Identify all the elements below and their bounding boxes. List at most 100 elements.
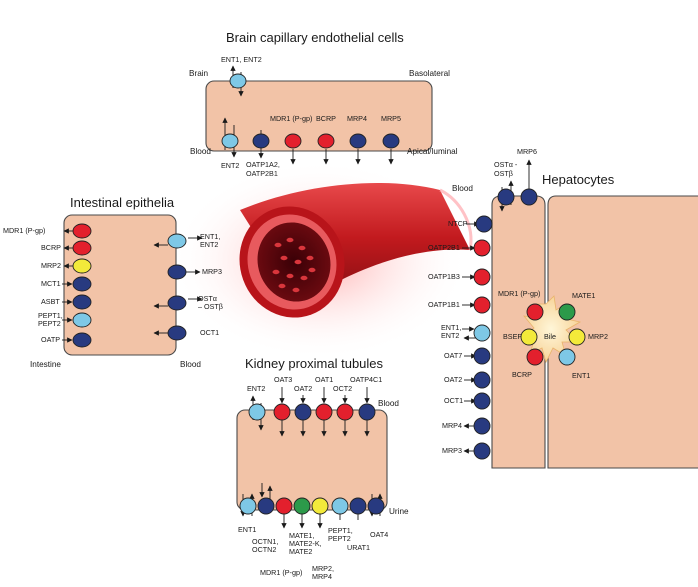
kid-mate-transporter [293, 497, 311, 515]
brain-panel: Brain capillary endothelial cells Brain … [189, 30, 458, 178]
hep-bsep-label: BSEP [503, 332, 522, 341]
hep-ent1-transporter [558, 348, 576, 366]
hep-mrp3-transporter [473, 442, 491, 460]
hep-mrp4-label: MRP4 [442, 421, 462, 430]
hep-osta-label: OSTα - [494, 160, 518, 169]
hepatocytes-panel: Hepatocytes Blood OSTα - OSTβ MRP6 NTCP … [428, 147, 698, 469]
kid-urat1-transporter [349, 497, 367, 515]
apical-luminal-label: Apical/luminal [407, 147, 458, 156]
hep-oat7-label: OAT7 [444, 351, 462, 360]
kid-oct2-label: OCT2 [333, 384, 352, 393]
hep-oat2-label: OAT2 [444, 375, 462, 384]
int-pept-transporter [72, 312, 92, 328]
hep-mrp2-transporter [568, 328, 586, 346]
intestine-label: Intestine [30, 360, 61, 369]
kid-ent2-transporter [248, 403, 266, 421]
intestinal-cell [63, 214, 177, 356]
int-mdr1-transporter [72, 223, 92, 239]
intestinal-blood-label: Blood [180, 360, 201, 369]
hep-mrp3-label: MRP3 [442, 446, 462, 455]
hep-mate1-transporter [558, 303, 576, 321]
int-mrp2-transporter [72, 258, 92, 274]
hep-mrp2-label: MRP2 [588, 332, 608, 341]
int-ostb-label: – OSTβ [198, 302, 223, 311]
int-mdr1-label: MDR1 (P-gp) [3, 226, 45, 235]
kid-mrp2-label: MRP2, [312, 564, 334, 573]
hep-mdr1-label: MDR1 (P-gp) [498, 289, 540, 298]
kidney-title: Kidney proximal tubules [245, 356, 384, 371]
hep-ostb-label: OSTβ [494, 169, 513, 178]
kid-mate1-label: MATE1, [289, 531, 314, 540]
int-pept1-label: PEPT1, [38, 311, 63, 320]
brain-ent2-transporter [221, 133, 239, 149]
hep-ntcp-label: NTCP [448, 219, 468, 228]
brain-bcrp-transporter [317, 133, 335, 149]
hep-mdr1-transporter [526, 303, 544, 321]
kid-ent1-label: ENT1 [238, 525, 256, 534]
hep-mate1-label: MATE1 [572, 291, 595, 300]
mrp5-label: MRP5 [381, 114, 401, 123]
bcrp-label: BCRP [316, 114, 336, 123]
kid-ent2-label: ENT2 [247, 384, 265, 393]
kidney-urine-label: Urine [389, 507, 409, 516]
hep-oatp2b1-label: OATP2B1 [428, 243, 460, 252]
kid-octn1-label: OCTN1, [252, 537, 278, 546]
mdr1-label: MDR1 (P-gp) [270, 114, 312, 123]
hep-oatp1b3-transporter [473, 268, 491, 286]
kid-mdr1-label: MDR1 (P-gp) [260, 568, 302, 577]
brain-oatp-transporter [252, 133, 270, 149]
int-oct1-label: OCT1 [200, 328, 219, 337]
kid-oat4-transporter [367, 497, 385, 515]
intestinal-title: Intestinal epithelia [70, 195, 175, 210]
kid-octn-transporter [257, 497, 275, 515]
int-osta-label: OSTα [198, 294, 217, 303]
kid-oat2-transporter [294, 403, 312, 421]
hep-bsep-transporter [520, 328, 538, 346]
hep-ost-transporter [497, 188, 515, 206]
hep-ent-transporter [473, 324, 491, 342]
kid-oat1-transporter [315, 403, 333, 421]
int-pept2-label: PEPT2 [38, 319, 61, 328]
hep-oatp1b3-label: OATP1B3 [428, 272, 460, 281]
brain-mrp4-transporter [349, 133, 367, 149]
kid-octn2-label: OCTN2 [252, 545, 276, 554]
hep-ent1-label: ENT1, [441, 323, 461, 332]
int-mct1-label: MCT1 [41, 279, 61, 288]
hep-oat7-transporter [473, 347, 491, 365]
blood-vessel-illustration [170, 160, 473, 360]
hep-mrp4-transporter [473, 417, 491, 435]
oatp1a2-label: OATP1A2, [246, 160, 280, 169]
hep-oct1-transporter [473, 392, 491, 410]
hep-oct1-label: OCT1 [444, 396, 463, 405]
int-mrp3-label: MRP3 [202, 267, 222, 276]
hep-mrp6-transporter [520, 188, 538, 206]
hepatocyte-cell-right [547, 195, 698, 469]
int-ent-transporter [167, 233, 187, 249]
mrp4-label: MRP4 [347, 114, 367, 123]
int-asbt-transporter [72, 294, 92, 310]
intestinal-panel: Intestinal epithelia Intestine Blood MDR… [3, 195, 223, 369]
kid-oat1-label: OAT1 [315, 375, 333, 384]
kid-urat1-label: URAT1 [347, 543, 370, 552]
kid-ent1-transporter [239, 497, 257, 515]
kid-oat4-label: OAT4 [370, 530, 388, 539]
hep-oatp2b1-transporter [473, 239, 491, 257]
kid-oat3-transporter [273, 403, 291, 421]
brain-mdr1-transporter [284, 133, 302, 149]
brain-blood-label: Blood [190, 147, 211, 156]
hep-ent1-canal-label: ENT1 [572, 371, 590, 380]
kid-oat2-label: OAT2 [294, 384, 312, 393]
hep-bcrp-label: BCRP [512, 370, 532, 379]
hep-blood-label: Blood [452, 184, 473, 193]
int-bcrp-label: BCRP [41, 243, 61, 252]
basolateral-label: Basolateral [409, 69, 450, 78]
kid-pept1-label: PEPT1, [328, 526, 353, 535]
kid-oatp4c1-transporter [358, 403, 376, 421]
kid-mrp4-label: MRP4 [312, 572, 332, 581]
hep-oat2-transporter [473, 371, 491, 389]
int-mrp3-transporter [167, 264, 187, 280]
hep-oatp1b1-transporter [473, 296, 491, 314]
hepatocytes-title: Hepatocytes [542, 172, 615, 187]
kid-mrp-transporter [311, 497, 329, 515]
